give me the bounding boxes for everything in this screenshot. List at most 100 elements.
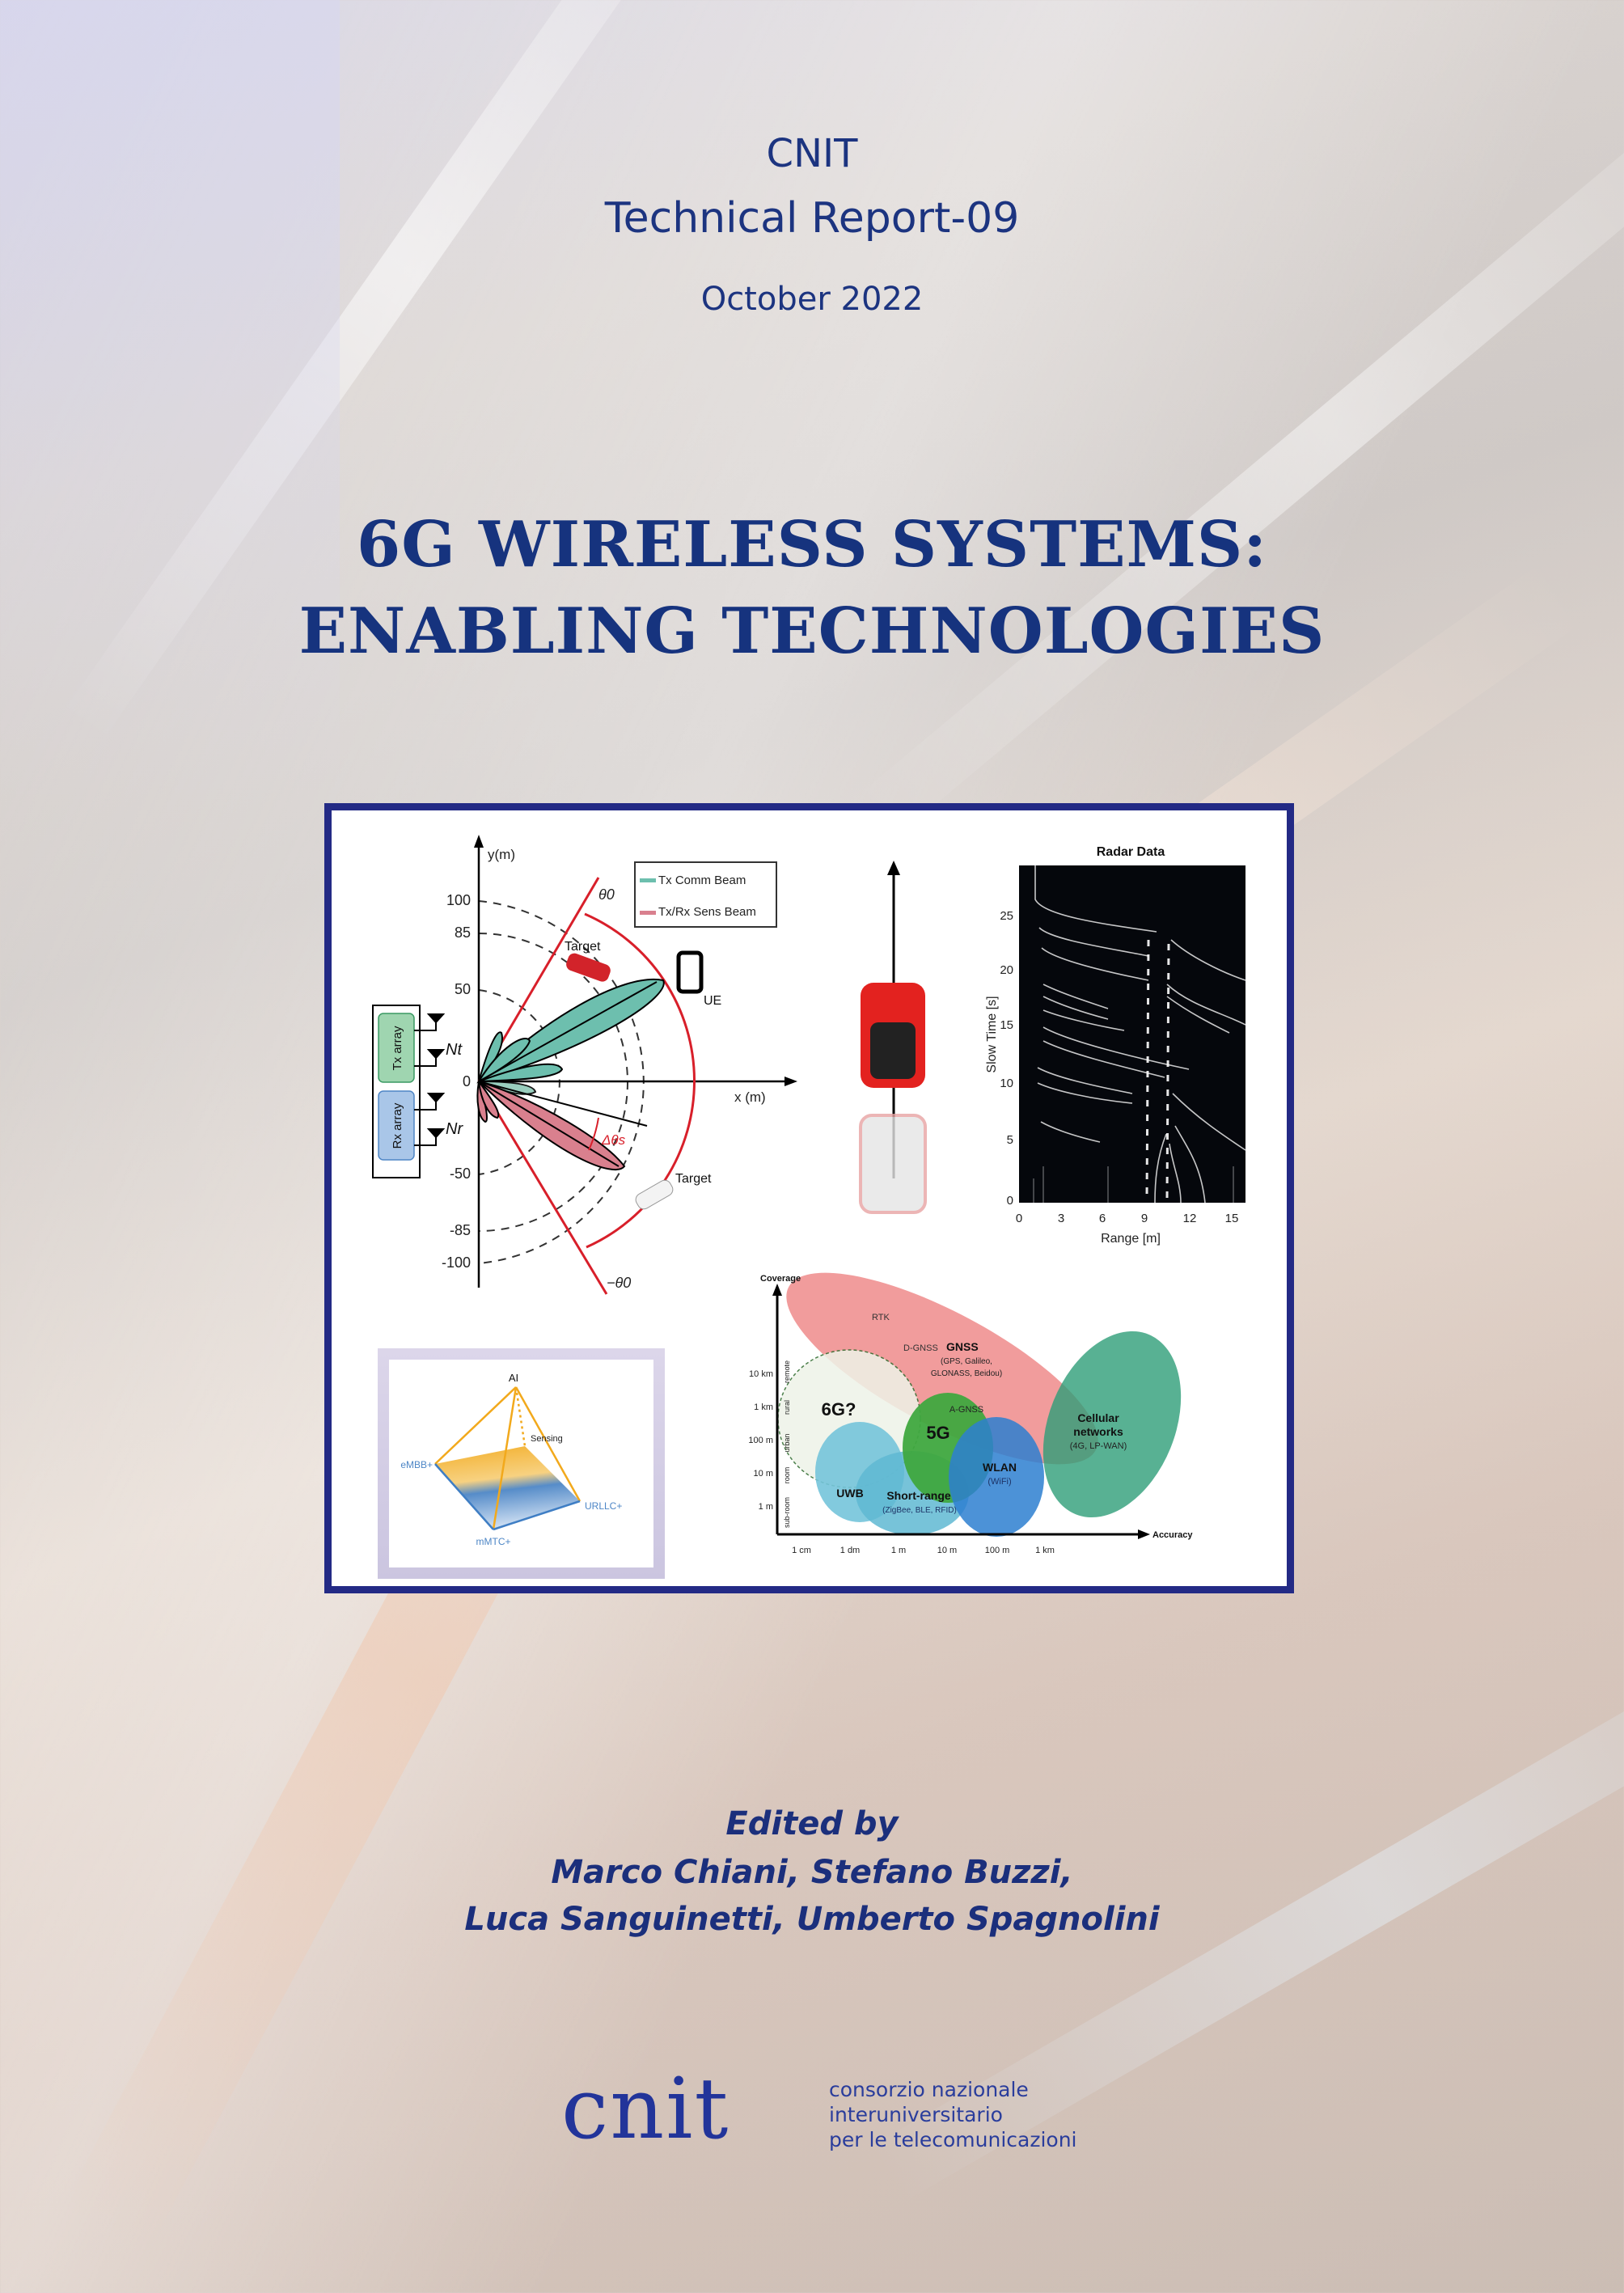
- radar-y-tick: 5: [1007, 1133, 1013, 1147]
- radar-x-tick: 6: [1099, 1212, 1106, 1225]
- wlan-sub: (WiFi): [988, 1477, 1011, 1487]
- radar-x-tick: 12: [1183, 1212, 1197, 1225]
- report-date: October 2022: [700, 281, 924, 318]
- target-top-label: Target: [565, 940, 601, 954]
- cnit-logo-subtitle: consorzio nazionale interuniversitario p…: [829, 2077, 1077, 2152]
- y-tick: -100: [442, 1254, 471, 1271]
- networks-label: networks: [1073, 1425, 1123, 1438]
- rx-array-block: [378, 1090, 415, 1161]
- accuracy-axis-label: Accuracy: [1152, 1530, 1193, 1540]
- radar-y-tick: 10: [1000, 1077, 1013, 1090]
- y-tick: 50: [455, 981, 471, 997]
- gnss-label: GNSS: [946, 1340, 979, 1353]
- radar-xlabel: Range [m]: [1101, 1232, 1161, 1246]
- report-title-line2: ENABLING TECHNOLOGIES: [298, 594, 1326, 668]
- accuracy-tick: 1 km: [1035, 1546, 1055, 1555]
- cellular-region: [1042, 1331, 1182, 1518]
- editors-line2: Luca Sanguinetti, Umberto Spagnolini: [464, 1901, 1160, 1938]
- legend-sens: Tx/Rx Sens Beam: [658, 905, 756, 919]
- zone-label: rural: [783, 1400, 791, 1415]
- y-tick: 85: [455, 924, 471, 941]
- target-bottom-label: Target: [675, 1172, 712, 1186]
- ai-pyramid: AI Sensing eMBB+ URLLC+ mMTC+: [378, 1348, 665, 1579]
- accuracy-tick: 1 cm: [792, 1546, 811, 1555]
- radar-title: Radar Data: [1097, 845, 1165, 859]
- radar-y-tick: 0: [1007, 1194, 1013, 1208]
- neg-theta0-label: −θ0: [607, 1275, 631, 1291]
- pyramid-sensing-label: Sensing: [531, 1434, 563, 1444]
- radar-y-tick: 15: [1000, 1018, 1013, 1032]
- accuracy-tick: 1 dm: [840, 1546, 860, 1555]
- gnss-sub1: (GPS, Galileo,: [941, 1357, 992, 1366]
- coverage-tick: 10 km: [749, 1369, 773, 1379]
- report-number: Technical Report-09: [604, 194, 1020, 243]
- y-tick: 100: [446, 892, 471, 908]
- nr-label: Nr: [446, 1120, 463, 1138]
- beam-diagram: 100 85 50 0 -50 -85 -100 y(m) x (m) θ0 −…: [372, 835, 797, 1295]
- radar-chart: Radar Data: [985, 845, 1246, 1246]
- y-tick: 0: [463, 1073, 471, 1089]
- car-target-icon: [566, 953, 611, 982]
- y-tick: -85: [450, 1222, 471, 1238]
- wlan-region: [949, 1417, 1044, 1537]
- radar-x-tick: 3: [1058, 1212, 1064, 1225]
- short-range-sub: (ZigBee, BLE, RFID): [882, 1506, 957, 1515]
- x-axis-label: x (m): [734, 1089, 766, 1105]
- theta0-label: θ0: [598, 886, 615, 903]
- short-range-label: Short-range: [886, 1489, 951, 1502]
- editors-line1: Marco Chiani, Stefano Buzzi,: [551, 1854, 1073, 1891]
- y-axis-label: y(m): [488, 847, 515, 862]
- radar-ylabel: Slow Time [s]: [985, 996, 999, 1072]
- legend-comm: Tx Comm Beam: [658, 874, 746, 887]
- pyramid-urllc-label: URLLC+: [585, 1500, 622, 1512]
- gnss-region: [786, 1272, 1098, 1465]
- pyramid-embb-label: eMBB+: [400, 1459, 433, 1470]
- radar-x-tick: 0: [1016, 1212, 1022, 1225]
- figure-composite: 100 85 50 0 -50 -85 -100 y(m) x (m) θ0 −…: [372, 835, 1246, 1579]
- cnit-logo: cnit: [561, 2067, 730, 2151]
- report-title-line1: 6G WIRELESS SYSTEMS:: [356, 508, 1268, 582]
- cellular-label: Cellular: [1077, 1411, 1119, 1424]
- logo-line1: consorzio nazionale: [829, 2078, 1029, 2101]
- radar-y-tick: 25: [1000, 909, 1013, 923]
- radar-plot-area: [1019, 865, 1245, 1203]
- uwb-label: UWB: [836, 1487, 863, 1500]
- edited-by-label: Edited by: [725, 1805, 899, 1842]
- accuracy-tick: 100 m: [985, 1546, 1010, 1555]
- moving-car-illustration: [859, 861, 927, 1214]
- radar-y-tick: 20: [1000, 963, 1013, 977]
- pyramid-apex-label: AI: [509, 1372, 518, 1384]
- 5g-label: 5G: [926, 1423, 949, 1443]
- phone-icon: [676, 950, 704, 994]
- coverage-tick: 100 m: [748, 1436, 773, 1445]
- cover-figure: 100 85 50 0 -50 -85 -100 y(m) x (m) θ0 −…: [324, 803, 1294, 1593]
- tx-array-block: [378, 1013, 415, 1083]
- coverage-tick: 1 m: [759, 1502, 773, 1512]
- rx-array-label: Rx array: [391, 1102, 404, 1149]
- car-target-icon: [635, 1179, 674, 1210]
- nt-label: Nt: [446, 1041, 463, 1059]
- rtk-label: RTK: [872, 1313, 890, 1322]
- y-tick: -50: [450, 1166, 471, 1182]
- wlan-label: WLAN: [983, 1461, 1017, 1474]
- dgnss-label: D-GNSS: [903, 1343, 938, 1353]
- zone-label: room: [783, 1467, 791, 1484]
- delta-theta-label: Δθs: [601, 1132, 626, 1148]
- radar-x-tick: 9: [1141, 1212, 1148, 1225]
- cellular-sub: (4G, LP-WAN): [1070, 1441, 1127, 1451]
- coverage-axis-label: Coverage: [760, 1274, 801, 1284]
- zone-label: remote: [783, 1360, 791, 1383]
- beam-legend: [634, 861, 777, 928]
- agnss-label: A-GNSS: [949, 1405, 983, 1415]
- org-name: CNIT: [766, 131, 858, 176]
- accuracy-tick: 10 m: [937, 1546, 957, 1555]
- zone-label: urban: [783, 1433, 791, 1452]
- background-left-glow: [0, 0, 340, 809]
- logo-line3: per le telecomunicazioni: [829, 2128, 1077, 2151]
- cnit-logo-wordmark: cnit: [561, 2059, 730, 2158]
- ue-label: UE: [704, 994, 721, 1008]
- coverage-tick: 10 m: [754, 1469, 773, 1479]
- 6g-label: 6G?: [822, 1399, 856, 1419]
- tx-array-label: Tx array: [391, 1026, 404, 1071]
- accuracy-tick: 1 m: [891, 1546, 906, 1555]
